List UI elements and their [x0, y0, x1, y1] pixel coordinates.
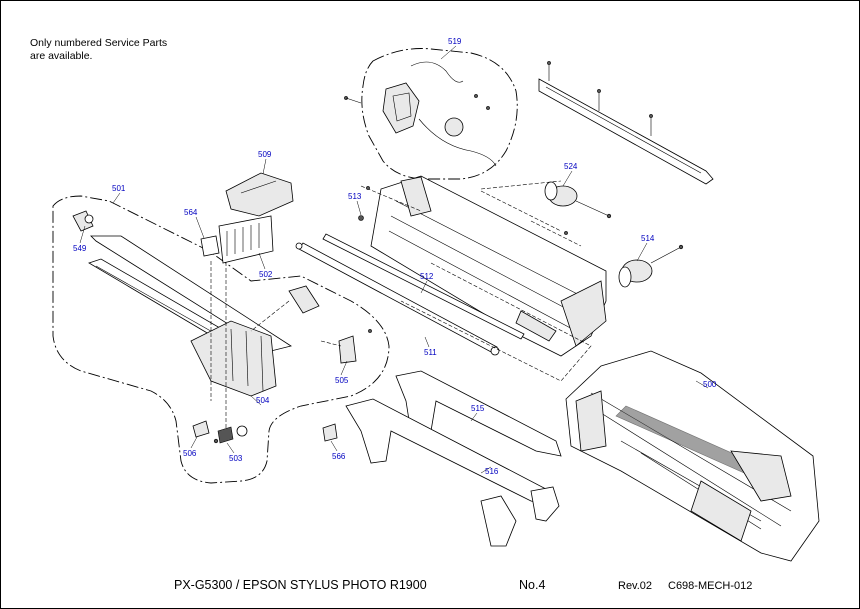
callout-509: 509 [258, 150, 272, 159]
cable-guide-outline [480, 180, 562, 190]
paper-feed-motor [618, 244, 684, 288]
group-outline-501 [52, 195, 390, 484]
callout-503: 503 [229, 454, 243, 463]
head-ffc-cables [345, 370, 562, 547]
callout-514: 514 [641, 234, 655, 243]
callout-516: 516 [485, 467, 499, 476]
callout-504: 504 [256, 396, 270, 405]
carriage-assembly [72, 210, 372, 431]
note-line-2: are available. [30, 50, 93, 62]
callout-500: 500 [703, 380, 717, 389]
model-title: PX-G5300 / EPSON STYLUS PHOTO R1900 [174, 578, 427, 592]
carriage-motor [544, 181, 612, 219]
small-parts [192, 420, 338, 444]
callout-515: 515 [471, 404, 485, 413]
ink-cartridge-holder [200, 215, 274, 264]
service-parts-note: Only numbered Service Parts are availabl… [30, 37, 167, 63]
callout-501: 501 [112, 184, 126, 193]
callout-549: 549 [73, 244, 87, 253]
callout-513: 513 [348, 192, 362, 201]
callout-505: 505 [335, 376, 349, 385]
sheet-number: No.4 [519, 578, 546, 592]
callout-564: 564 [184, 208, 198, 217]
callout-524: 524 [564, 162, 578, 171]
printer-mechanism-assembly [565, 350, 820, 562]
callout-511: 511 [424, 348, 437, 357]
callout-512: 512 [420, 272, 434, 281]
note-line-1: Only numbered Service Parts [30, 37, 168, 49]
callout-502: 502 [259, 270, 273, 279]
sensor-cable-assembly [344, 61, 497, 167]
callout-519: 519 [448, 37, 462, 46]
carriage-cover [225, 172, 294, 217]
callout-506: 506 [183, 449, 197, 458]
revision-label: Rev.02 [618, 580, 653, 592]
frame-connection-outline [400, 262, 592, 382]
group-outline-519 [361, 48, 518, 180]
carriage-guide-rail [538, 61, 714, 185]
callout-566: 566 [332, 452, 346, 461]
drawing-code: C698-MECH-012 [668, 580, 753, 592]
main-frame-assembly [358, 175, 607, 357]
